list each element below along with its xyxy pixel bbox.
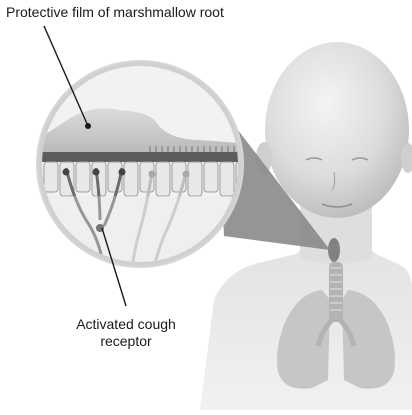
- cough-receptor-label-line1: Activated cough: [56, 316, 196, 333]
- film-pointer-dot: [85, 123, 91, 129]
- protective-film-label: Protective film of marshmallow root: [6, 4, 224, 21]
- throat-highlight: [328, 238, 340, 262]
- cough-receptor-label-line2: receptor: [56, 333, 196, 350]
- magnified-view: [30, 60, 256, 270]
- cough-receptor-label: Activated cough receptor: [56, 316, 196, 350]
